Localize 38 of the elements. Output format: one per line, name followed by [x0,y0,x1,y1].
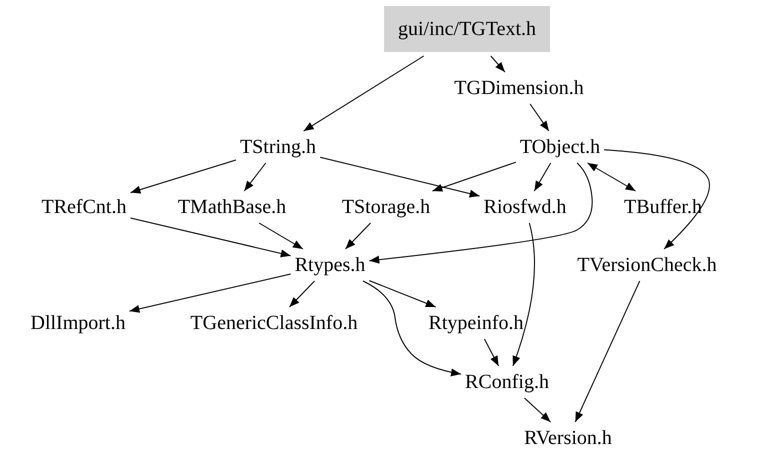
arrow [574,280,640,422]
file-label: DllImport.h [30,311,126,335]
file-label: Rtypes.h [294,253,366,277]
arrow [432,162,516,192]
file-label: TGDimension.h [454,76,584,100]
arrow [524,398,552,422]
arrow [288,280,316,308]
arrow [129,274,292,313]
file-label: TGenericClassInfo.h [190,311,358,335]
arrow [368,162,593,264]
highlighted-file-box: gui/inc/TGText.h [384,6,550,52]
file-label: TMathBase.h [178,195,286,219]
file-label: TRefCnt.h [42,195,126,219]
arrow [344,222,372,250]
file-label: TString.h [240,135,316,159]
arrow [604,149,710,250]
file-label: Riosfwd.h [484,195,566,219]
file-label: TBuffer.h [624,195,702,219]
arrow [303,56,424,132]
arrow [512,222,535,366]
arrow [530,104,550,132]
arrow [244,162,266,192]
arrow [258,222,304,250]
arrow [490,56,506,72]
arrow [130,160,236,194]
arrow [586,162,636,192]
arrow [534,162,552,192]
arrow [320,156,480,198]
file-label: TStorage.h [342,195,430,219]
arrow [368,280,436,308]
file-label: Rtypeinfo.h [428,311,524,335]
file-label: RConfig.h [465,370,549,394]
file-label: TVersionCheck.h [577,253,717,277]
arrow [130,217,292,258]
file-label: RVersion.h [524,426,612,450]
arrow [362,280,462,376]
file-label: TObject.h [520,135,600,159]
arrow [484,338,500,366]
